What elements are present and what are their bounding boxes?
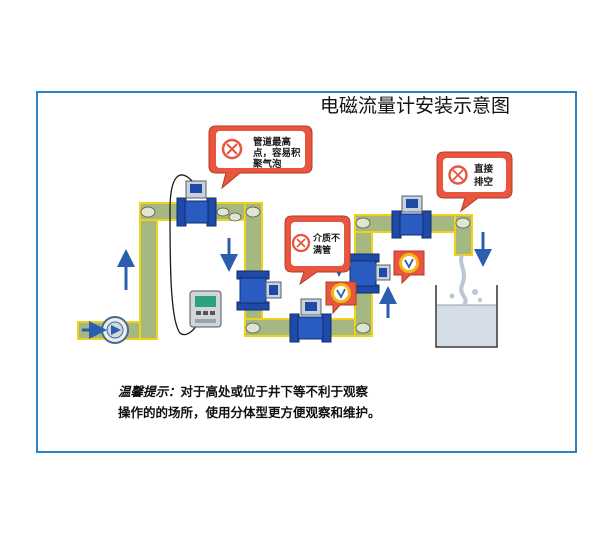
flowmeter-top [176, 180, 217, 227]
callout-direct-drain: 直接 排空 [436, 151, 513, 213]
tip-note-line1: 温馨提示：对于高处或位于井下等不利于观察 [118, 381, 548, 402]
flowmeter-down [236, 270, 282, 311]
signal-cable [169, 174, 199, 336]
no-sign-icon [221, 138, 243, 160]
converter-box [189, 290, 222, 328]
flowmeter-top-right [391, 195, 432, 239]
pipe-joints [140, 206, 471, 334]
callout3-line1: 直接 [474, 163, 494, 175]
tip-text-line2: 操作的的场所，使用分体型更方便观察和维护。 [118, 405, 381, 420]
pump-icon [101, 316, 129, 344]
flow-arrows [117, 232, 492, 318]
ok-badge-bottom [325, 281, 357, 315]
pipe-down [244, 202, 263, 337]
callout1-line1: 管道最高 [253, 136, 292, 148]
callout1-line2: 点，容易积 [253, 147, 301, 159]
no-sign-icon [448, 165, 468, 185]
ok-badge-riser [393, 250, 425, 285]
no-sign-icon [291, 233, 311, 253]
callout-not-full: 介质不 满管 [284, 215, 351, 286]
tip-label: 温馨提示： [118, 384, 181, 399]
tip-text-line1: 对于高处或位于井下等不利于观察 [180, 384, 369, 399]
pipe-riser-left [139, 202, 158, 340]
callout1-line3: 聚气泡 [252, 158, 282, 170]
callout-highest-point: 管道最高 点，容易积 聚气泡 [208, 125, 313, 190]
flowmeter-bottom [289, 298, 332, 343]
drain-tank [435, 254, 498, 348]
tip-note: 温馨提示：对于高处或位于井下等不利于观察 操作的的场所，使用分体型更方便观察和维… [118, 381, 548, 423]
callout2-line2: 满管 [313, 244, 331, 256]
callout2-line1: 介质不 [312, 232, 340, 244]
callout3-line2: 排空 [474, 176, 494, 188]
diagram-title: 电磁流量计安装示意图 [320, 95, 511, 117]
